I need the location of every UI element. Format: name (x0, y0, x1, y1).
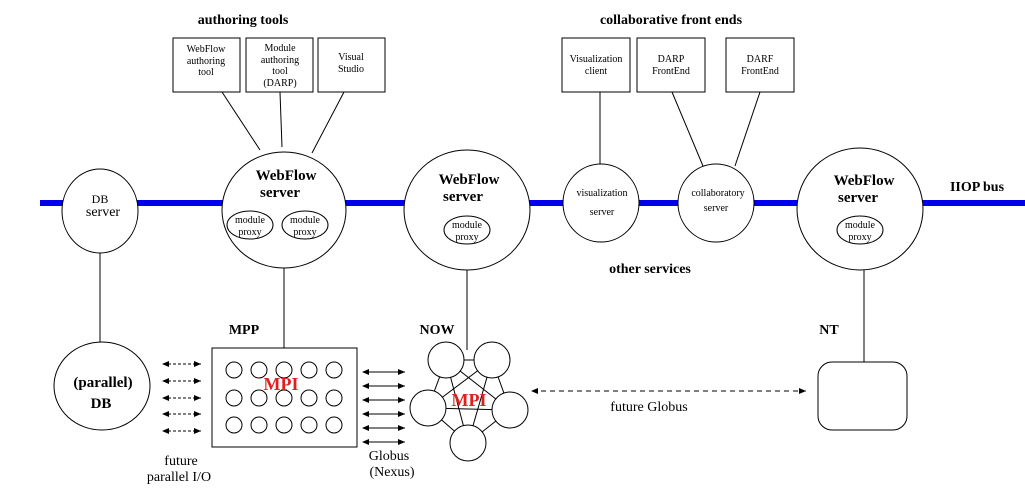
svg-text:tool: tool (272, 66, 288, 77)
webflow-server-3: WebFlow server module proxy (796, 147, 924, 271)
svg-text:tool: tool (198, 67, 214, 78)
svg-text:collaboratory: collaboratory (691, 188, 744, 199)
svg-text:server: server (260, 185, 300, 201)
visual-studio-box: Visual Studio (317, 37, 386, 93)
svg-text:module: module (452, 220, 483, 231)
svg-text:visualization: visualization (576, 188, 627, 199)
module-proxy-2: module proxy (443, 215, 491, 245)
svg-text:proxy: proxy (293, 227, 316, 238)
future-parallel-io-label-2: parallel I/O (147, 470, 211, 485)
authoring-tools-heading: authoring tools (198, 13, 289, 28)
svg-text:WebFlow: WebFlow (439, 172, 500, 188)
mpp-mpi-label: MPI (264, 374, 299, 394)
webflow-server-1: WebFlow server module proxy module proxy (221, 151, 347, 269)
svg-text:server: server (704, 203, 729, 214)
svg-text:DARF: DARF (747, 54, 774, 65)
svg-text:WebFlow: WebFlow (187, 44, 226, 55)
svg-text:Visual: Visual (338, 52, 364, 63)
future-parallel-io-arrows (162, 361, 201, 434)
svg-text:client: client (585, 66, 607, 77)
svg-text:authoring: authoring (261, 55, 299, 66)
nt-box (817, 361, 908, 431)
svg-text:module: module (845, 220, 876, 231)
visualization-server-node: visualization server (562, 163, 640, 243)
svg-text:DB: DB (91, 396, 112, 412)
nt-label: NT (819, 323, 839, 338)
future-parallel-io-label-1: future (164, 454, 197, 469)
globus-label: Globus (369, 449, 409, 464)
svg-text:proxy: proxy (455, 232, 478, 243)
module-proxy-1b: module proxy (281, 210, 329, 240)
darp-frontend-box: DARP FrontEnd (636, 37, 706, 93)
module-proxy-3: module proxy (836, 215, 884, 245)
future-globus-label: future Globus (610, 400, 687, 415)
svg-text:module: module (290, 215, 321, 226)
other-services-label: other services (609, 262, 691, 277)
svg-text:(parallel): (parallel) (73, 375, 132, 391)
svg-text:server: server (86, 205, 121, 220)
svg-text:proxy: proxy (238, 227, 261, 238)
svg-text:DARP: DARP (658, 54, 685, 65)
svg-text:server: server (443, 189, 483, 205)
module-authoring-tool-box: Module authoring tool (DARP) (245, 37, 314, 93)
parallel-db-node: (parallel) DB (53, 341, 151, 431)
svg-text:Studio: Studio (338, 64, 364, 75)
svg-text:(DARP): (DARP) (263, 78, 296, 89)
svg-text:server: server (590, 207, 615, 218)
nexus-label: (Nexus) (369, 465, 414, 480)
webflow-server-2: WebFlow server module proxy (403, 149, 531, 271)
now-cluster: MPI (409, 341, 529, 462)
now-label: NOW (420, 323, 455, 338)
module-proxy-1a: module proxy (226, 210, 274, 240)
mpp-label: MPP (229, 323, 260, 338)
collaboratory-server-node: collaboratory server (677, 163, 755, 243)
svg-text:FrontEnd: FrontEnd (652, 66, 690, 77)
svg-text:WebFlow: WebFlow (256, 168, 317, 184)
darf-frontend-box: DARF FrontEnd (725, 37, 795, 93)
svg-text:FrontEnd: FrontEnd (741, 66, 779, 77)
svg-text:Module: Module (264, 43, 296, 54)
connector-lines (99, 91, 865, 362)
globus-nexus-arrows (362, 369, 405, 445)
svg-text:module: module (235, 215, 266, 226)
svg-text:DB: DB (92, 192, 109, 206)
now-mpi-label: MPI (452, 390, 487, 410)
webflow-authoring-tool-box: WebFlow authoring tool (172, 37, 241, 93)
db-server-node: DB server (61, 168, 139, 254)
mpp-box: MPI (211, 347, 358, 448)
svg-text:server: server (838, 190, 878, 206)
svg-text:authoring: authoring (187, 56, 225, 67)
visualization-client-box: Visualization client (561, 37, 631, 93)
svg-text:Visualization: Visualization (570, 54, 623, 65)
collaborative-front-ends-heading: collaborative front ends (600, 13, 743, 28)
iiop-bus-label: IIOP bus (950, 180, 1005, 195)
svg-text:WebFlow: WebFlow (834, 173, 895, 189)
svg-text:proxy: proxy (848, 232, 871, 243)
